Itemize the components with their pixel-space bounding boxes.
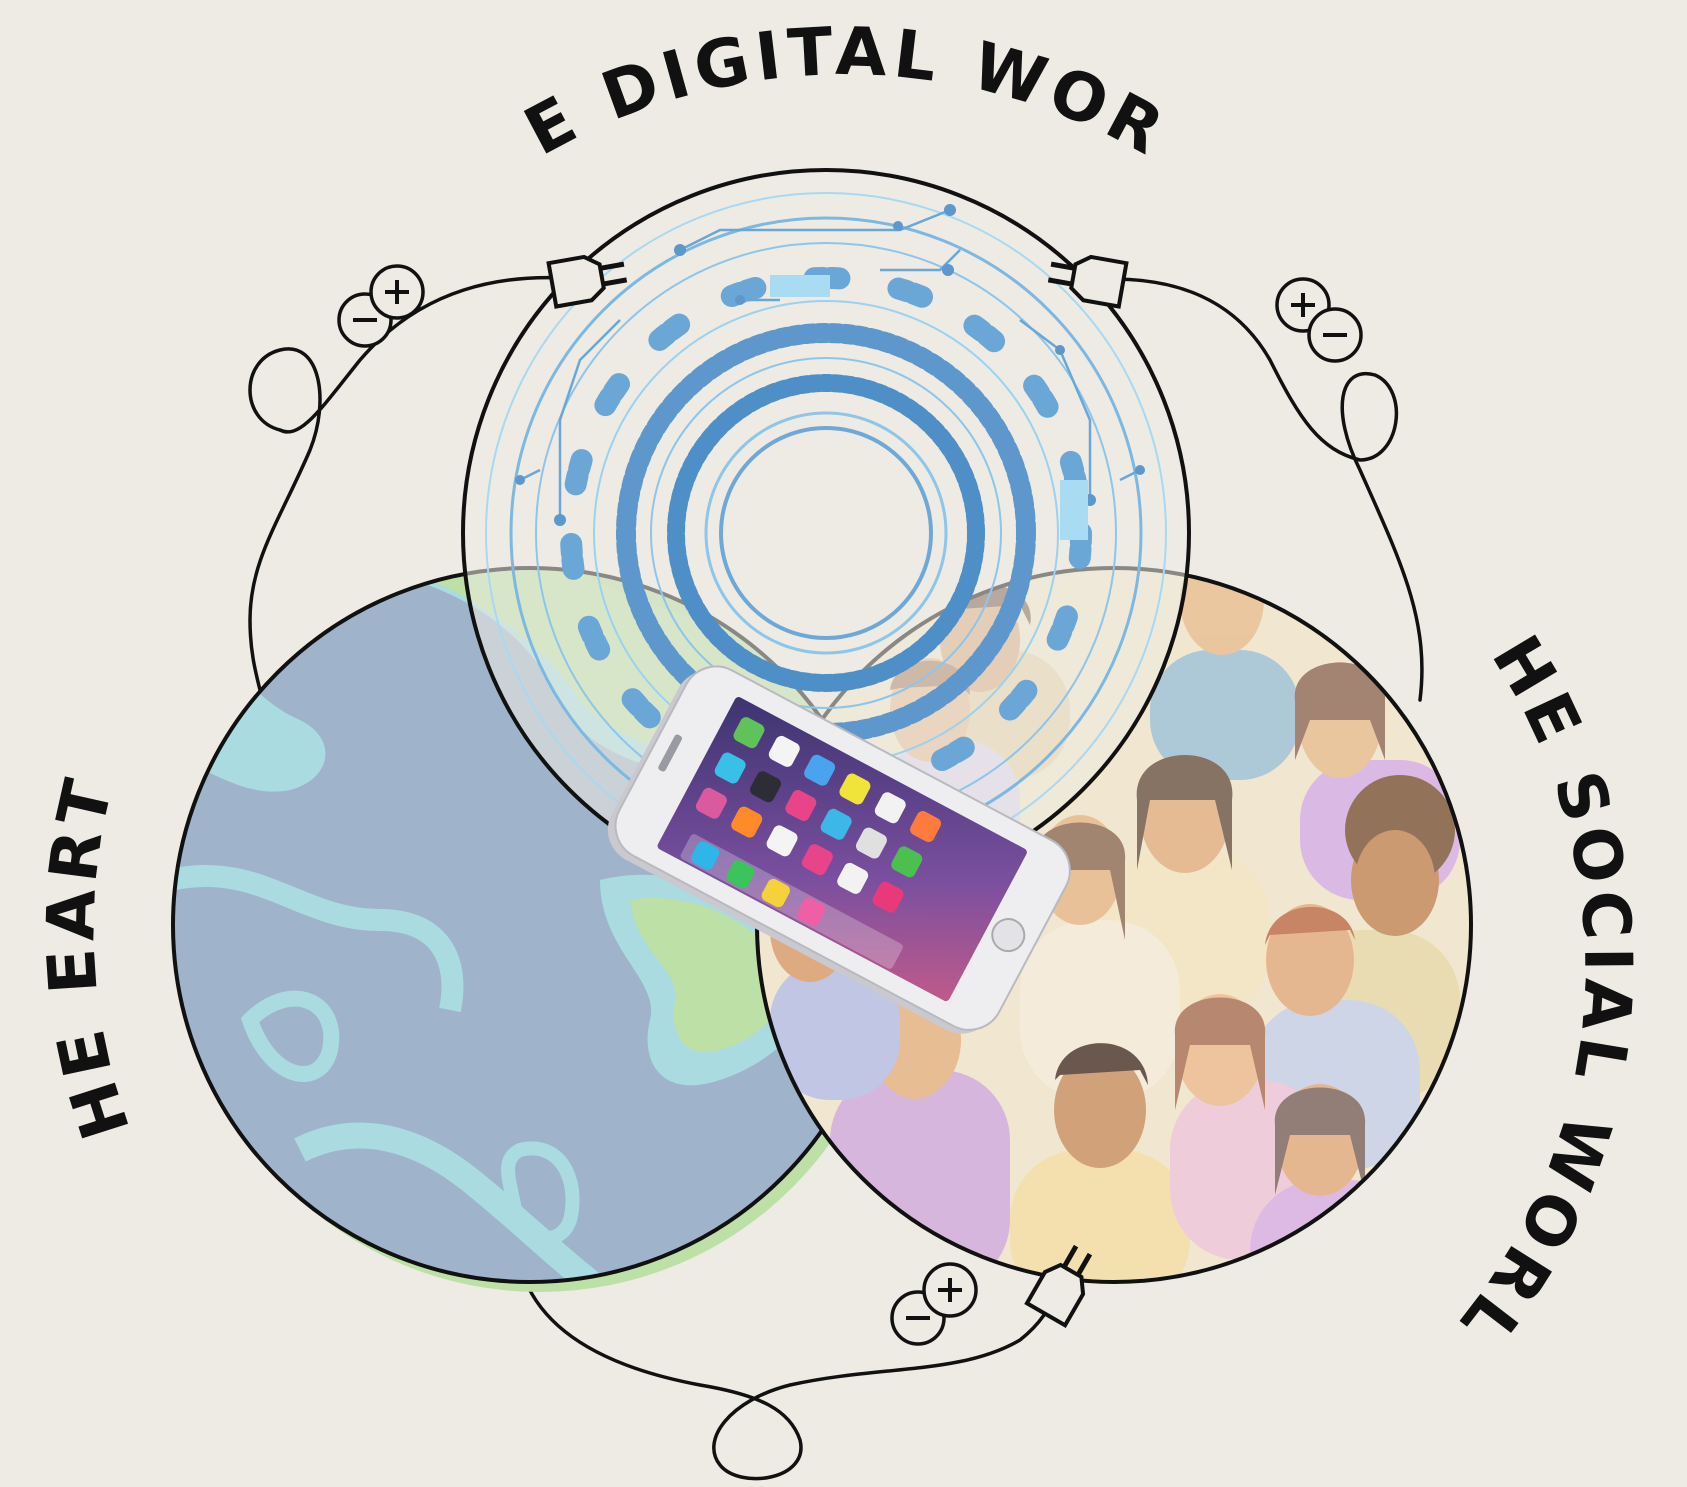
plug-icon xyxy=(1047,254,1129,309)
earth-circle xyxy=(171,566,897,1292)
battery-plus-minus-icon xyxy=(337,264,425,348)
smartphone-icon xyxy=(607,665,1071,1034)
battery-plus-minus-icon xyxy=(890,1262,978,1346)
people-crowd-icon xyxy=(770,568,1460,1282)
cord-bottom xyxy=(523,1278,1062,1481)
plug-icon xyxy=(1024,1244,1093,1328)
cord-left xyxy=(248,275,592,692)
plug-icon xyxy=(546,254,628,309)
title-digital-world: THE DIGITAL WORLD xyxy=(0,0,1181,172)
cord-right xyxy=(1088,277,1424,702)
app-icon-grid xyxy=(680,717,942,969)
power-cords xyxy=(248,275,1424,1481)
title-earth: THE EARTH xyxy=(0,0,145,1148)
battery-plus-minus-icon xyxy=(1275,277,1363,363)
